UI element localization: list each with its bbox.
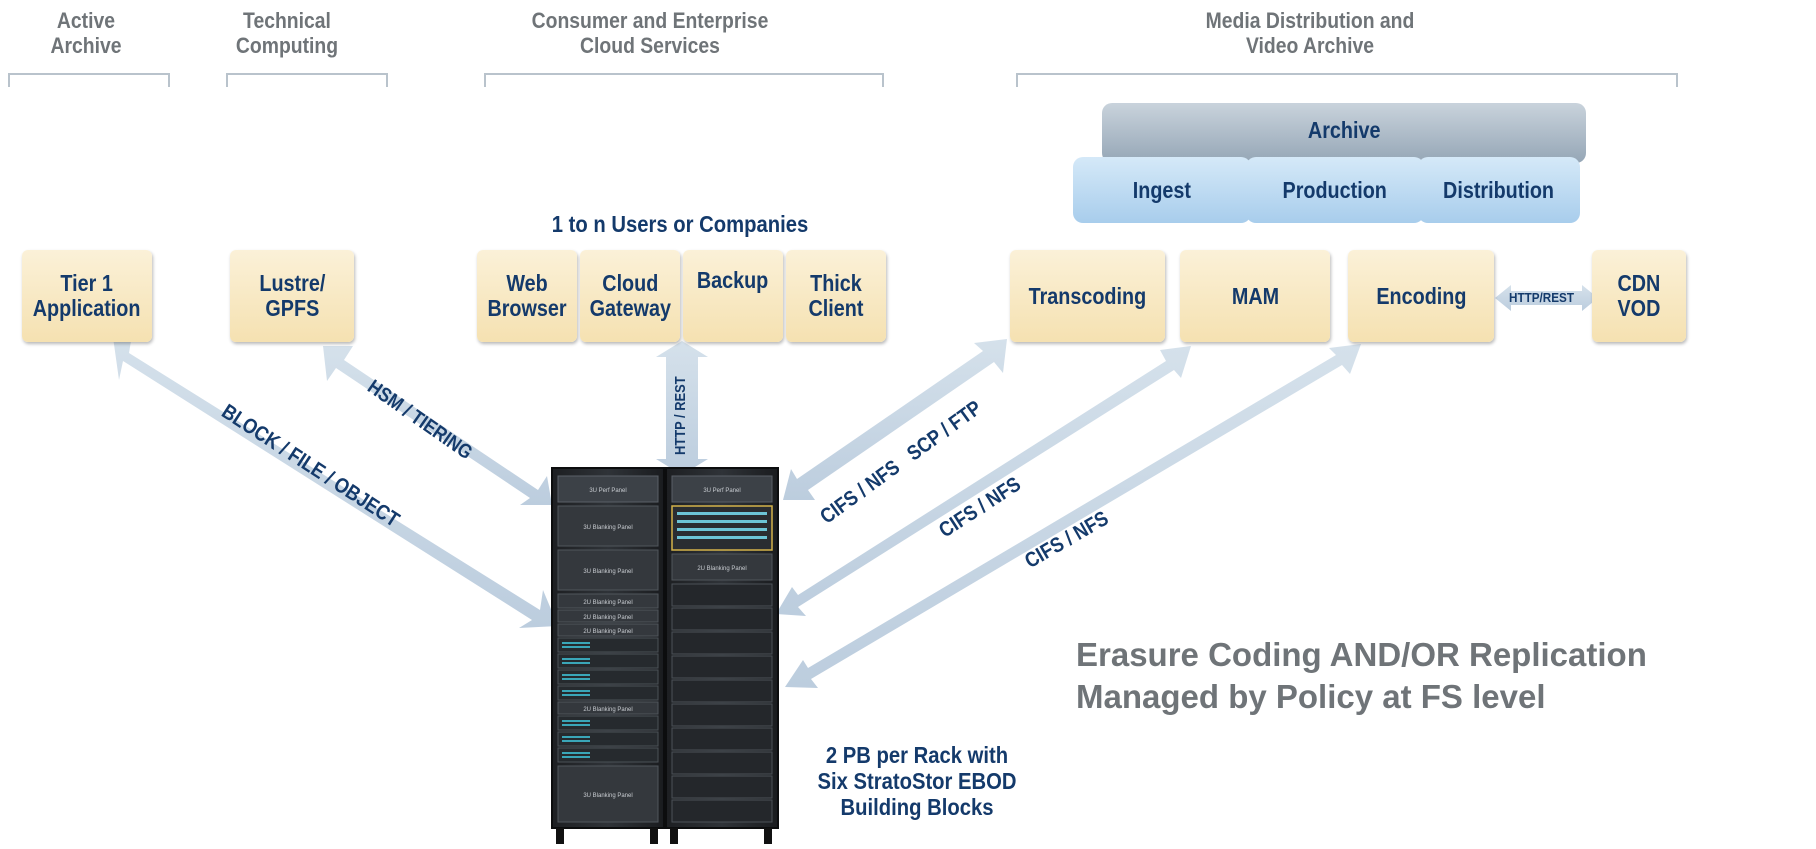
- arrow-cifs-nfs-scp-ftp: [783, 339, 1007, 500]
- cloud-gateway-label: Cloud Gateway: [589, 270, 671, 321]
- media-ingest-box: Ingest: [1073, 157, 1251, 223]
- bracket-cloud-services: [484, 73, 884, 87]
- rack-panel-perf-right: 3U Perf Panel: [703, 488, 740, 494]
- mam-box: MAM: [1180, 250, 1330, 342]
- rack-left-servers: 2U Blanking Panel: [557, 637, 659, 763]
- arrow-label-http-rest-cdn: HTTP/REST: [1509, 290, 1575, 305]
- media-archive-box: Archive: [1102, 103, 1586, 163]
- arrow-cifs-nfs-encoding: [785, 344, 1361, 688]
- arrow-http-rest-vertical: [656, 341, 708, 475]
- rack-panel-blank-7: 3U Blanking Panel: [583, 793, 632, 799]
- storage-rack: 3U Perf Panel 3U Blanking Panel 3U Blank…: [551, 467, 779, 844]
- header-media-distribution: Media Distribution and Video Archive: [1205, 8, 1415, 58]
- web-browser-box: Web Browser: [477, 250, 577, 342]
- arrow-label-http-rest-vertical: HTTP / REST: [672, 376, 689, 455]
- transcoding-box: Transcoding: [1010, 250, 1165, 342]
- arrow-http-rest-cdn: [1495, 285, 1598, 311]
- tier1-application-box: Tier 1 Application: [22, 250, 152, 342]
- encoding-box: Encoding: [1348, 250, 1494, 342]
- thick-client-label: Thick Client: [808, 270, 864, 321]
- rack-panel-blank-3: 2U Blanking Panel: [583, 600, 632, 606]
- rack-panel-perf-left: 3U Perf Panel: [589, 488, 626, 494]
- bracket-media-distribution: [1016, 73, 1678, 87]
- bracket-technical-computing: [226, 73, 388, 87]
- lustre-gpfs-box: Lustre/ GPFS: [230, 250, 354, 342]
- web-browser-label: Web Browser: [487, 270, 567, 321]
- media-distribution-label: Distribution: [1443, 176, 1555, 203]
- media-ingest-label: Ingest: [1132, 176, 1192, 203]
- mam-label: MAM: [1231, 282, 1279, 309]
- erasure-coding-note: Erasure Coding AND/OR Replication Manage…: [1076, 636, 1647, 715]
- lustre-gpfs-label: Lustre/ GPFS: [259, 270, 325, 321]
- cloud-gateway-box: Cloud Gateway: [580, 250, 680, 342]
- backup-label: Backup: [697, 267, 769, 293]
- arrow-cifs-nfs-mam: [776, 346, 1191, 616]
- thick-client-box: Thick Client: [786, 250, 886, 342]
- rack-panel-blank-1: 3U Blanking Panel: [583, 525, 632, 531]
- encoding-label: Encoding: [1375, 282, 1467, 309]
- media-production-label: Production: [1282, 176, 1388, 203]
- rack-panel-blank-5: 2U Blanking Panel: [583, 629, 632, 635]
- rack-panel-blank-6: 2U Blanking Panel: [583, 707, 632, 713]
- header-cloud-services: Consumer and Enterprise Cloud Services: [531, 8, 769, 58]
- backup-box: Backup: [683, 250, 783, 342]
- rack-panel-blank-4: 2U Blanking Panel: [583, 615, 632, 621]
- rack-panel-blank-2: 3U Blanking Panel: [583, 569, 632, 575]
- media-archive-label: Archive: [1307, 117, 1381, 143]
- tier1-application-label: Tier 1 Application: [33, 270, 141, 321]
- cdn-vod-box: CDN VOD: [1592, 250, 1686, 342]
- bracket-active-archive: [8, 73, 170, 87]
- media-distribution-box: Distribution: [1418, 157, 1580, 223]
- arrow-hsm-tiering: [323, 346, 552, 505]
- arrow-block-file-object: [112, 330, 558, 628]
- rack-caption: 2 PB per Rack with Six StratoStor EBOD B…: [817, 742, 1017, 820]
- header-technical-computing: Technical Computing: [235, 8, 339, 58]
- media-production-box: Production: [1246, 157, 1424, 223]
- header-active-archive: Active Archive: [50, 8, 122, 58]
- cdn-vod-label: CDN VOD: [1617, 270, 1661, 321]
- rack-panel-blank-right: 2U Blanking Panel: [697, 566, 746, 572]
- transcoding-label: Transcoding: [1028, 282, 1147, 309]
- rack-right-ebod-units: [671, 583, 773, 823]
- users-label: 1 to n Users or Companies: [551, 211, 809, 237]
